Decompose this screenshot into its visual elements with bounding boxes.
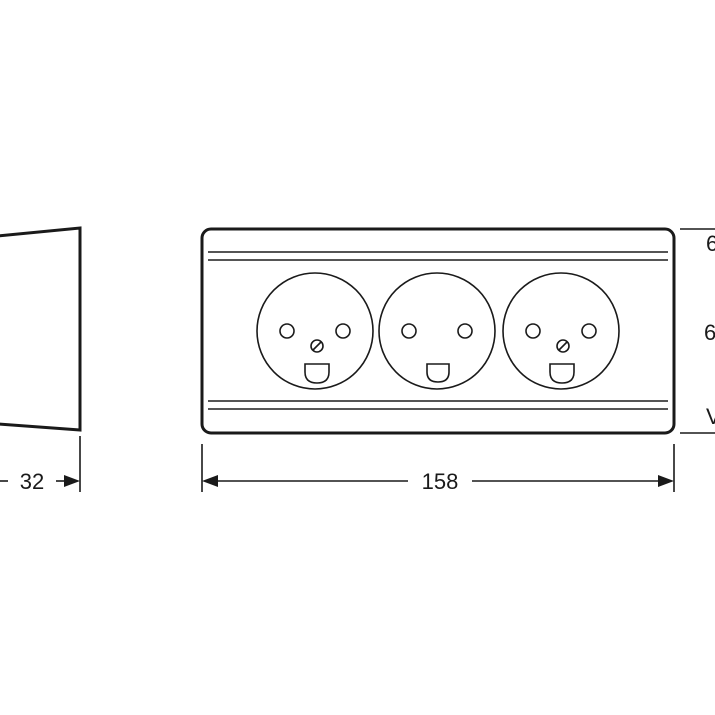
outlet-2-ring <box>378 272 496 390</box>
side-depth-label: 32 <box>20 469 44 494</box>
outlet-2-pin-hole-left <box>401 323 417 339</box>
outlet-2 <box>378 272 496 390</box>
outlet-1 <box>256 272 374 390</box>
height-label-mid: 6 <box>704 320 715 345</box>
width-dim-arrow-right <box>658 475 674 487</box>
outlet-3-screw-slot <box>558 341 568 351</box>
side-dim-arrow-right <box>64 475 80 487</box>
outlet-3 <box>502 272 620 390</box>
side-view <box>0 226 82 432</box>
outlet-3-pin-hole-left <box>525 323 541 339</box>
outlet-1-pin-hole-left <box>279 323 295 339</box>
outlet-3-ring <box>502 272 620 390</box>
height-label-bottom: V <box>706 404 715 429</box>
height-label-top: 6 <box>706 231 715 256</box>
front-view <box>200 227 676 435</box>
width-dim-arrow-left <box>202 475 218 487</box>
outlet-3-pin-hole-right <box>581 323 597 339</box>
outlet-1-screw <box>310 339 324 353</box>
outlet-1-earth-pin <box>304 363 330 384</box>
front-view-frame <box>200 227 676 435</box>
outlet-1-screw-slot <box>312 341 322 351</box>
outlet-3-screw <box>556 339 570 353</box>
side-depth-dimension: 32 <box>0 436 81 494</box>
outlet-1-ring <box>256 272 374 390</box>
outlet-1-pin-hole-right <box>335 323 351 339</box>
height-dimension: 6 6 V <box>680 228 715 434</box>
front-width-label: 158 <box>422 469 459 494</box>
outlet-2-pin-hole-right <box>457 323 473 339</box>
side-view-outline <box>0 226 82 432</box>
outlet-3-earth-pin <box>549 363 575 384</box>
outlet-2-earth-pin <box>426 363 450 383</box>
front-width-dimension: 158 <box>201 444 675 494</box>
